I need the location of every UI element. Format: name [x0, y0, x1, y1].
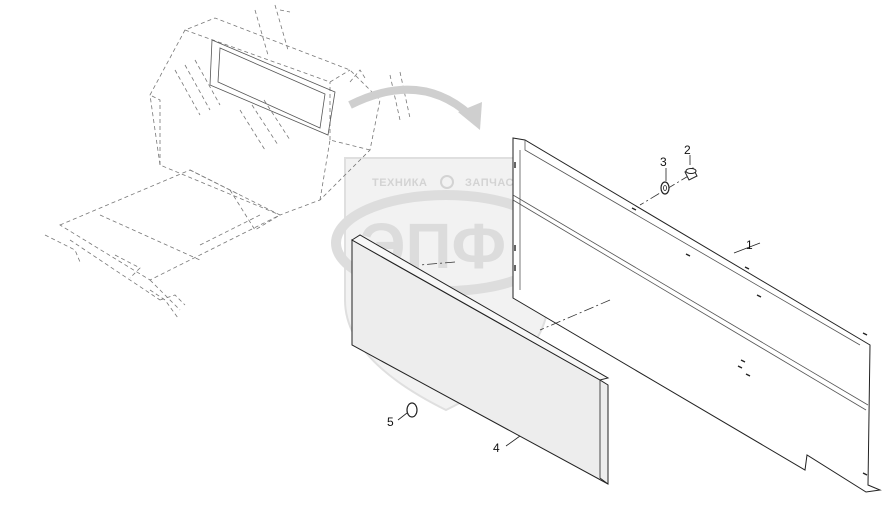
callout-3: 3 [660, 155, 667, 169]
part-4-insulation-mat [351, 234, 610, 485]
watermark-left-text: ТЕХНИКА [372, 177, 427, 189]
part-5-ring [406, 402, 418, 418]
part-1-side-panel [512, 137, 882, 493]
indicator-arrow [348, 85, 482, 130]
callout-4: 4 [493, 441, 500, 455]
part-3-washer [660, 181, 670, 195]
part-2-bolt [684, 167, 698, 181]
gear-icon [440, 175, 454, 189]
callout-1: 1 [746, 238, 753, 252]
leader-lines [397, 155, 761, 447]
callout-5: 5 [387, 415, 394, 429]
combine-frame-assembly [44, 4, 411, 319]
assembly-axis-lines [419, 174, 691, 331]
callout-2: 2 [684, 143, 691, 157]
